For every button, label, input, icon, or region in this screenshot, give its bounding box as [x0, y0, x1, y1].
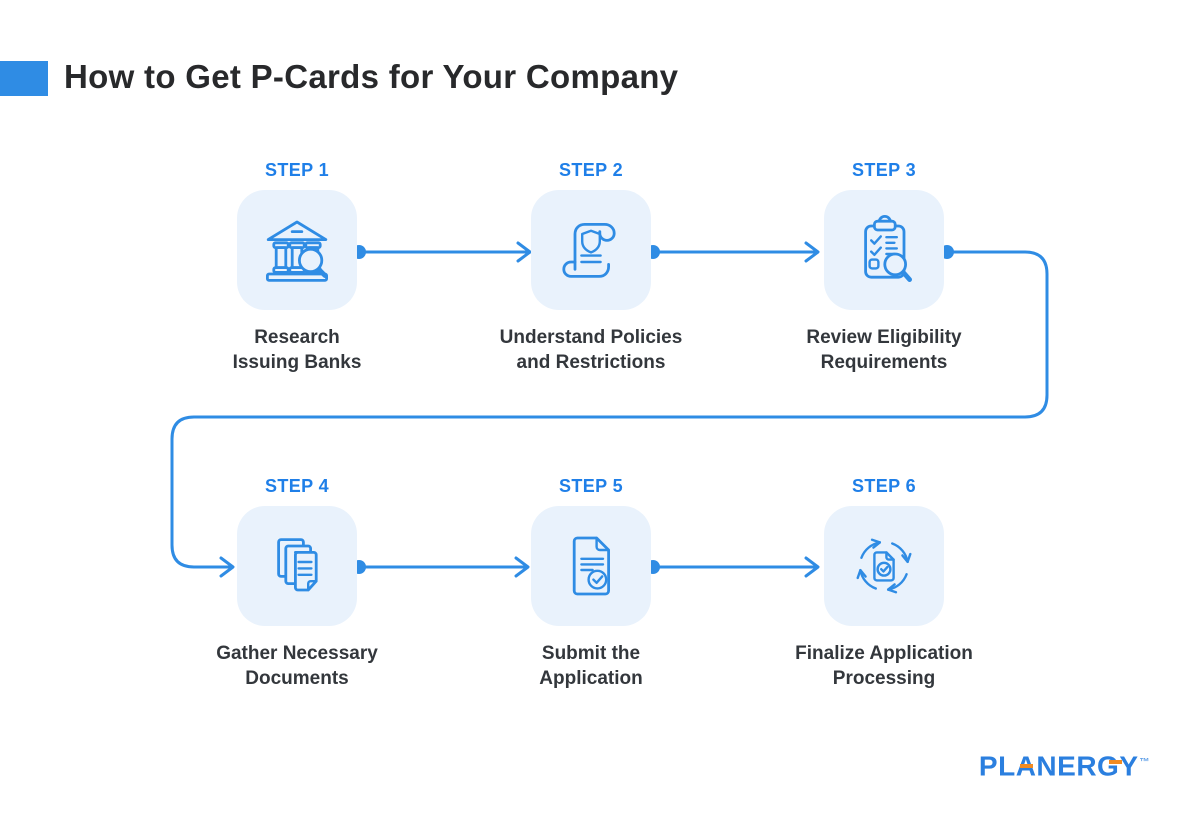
step-4-label: STEP 4 [264, 476, 330, 496]
step-4-icon-box [237, 506, 357, 626]
logo-text: PLANERGY [978, 750, 1139, 782]
step-3: STEP 3 Review Eligibility Require [774, 160, 994, 375]
step-5-icon-box [531, 506, 651, 626]
step-6-label: STEP 6 [851, 476, 917, 496]
step-5-label: STEP 5 [558, 476, 624, 496]
step-2-icon-box [531, 190, 651, 310]
step-5: STEP 5 Submit the Application [481, 476, 701, 691]
submit-document-icon [572, 536, 610, 596]
logo-trademark: ™ [1139, 757, 1150, 768]
logo-accent-a [1019, 764, 1033, 768]
step-1-label: STEP 1 [264, 160, 330, 180]
documents-stack-icon [277, 538, 318, 592]
step-6-icon-box [824, 506, 944, 626]
eligibility-checklist-icon [864, 215, 912, 282]
step-5-caption: Submit the Application [539, 643, 643, 689]
step-2: STEP 2 Understand Policies and Restricti… [481, 160, 701, 375]
step-1-caption: Research Issuing Banks [232, 327, 362, 373]
step-6-caption: Finalize Application Processing [795, 643, 973, 689]
page-title: How to Get P-Cards for Your Company [64, 58, 679, 95]
planergy-logo: PLANERGY™ [979, 748, 1150, 782]
step-3-label: STEP 3 [851, 160, 917, 180]
step-6: STEP 6 Finalize Application Processing [774, 476, 994, 691]
title-accent-block [0, 61, 48, 96]
step-1-icon-box [237, 190, 357, 310]
step-2-caption: Understand Policies and Restrictions [499, 327, 683, 373]
policy-scroll-icon [562, 223, 616, 278]
step-4-caption: Gather Necessary Documents [216, 643, 378, 689]
step-3-caption: Review Eligibility Requirements [806, 327, 962, 373]
step-1: STEP 1 Research Issuing Banks [187, 160, 407, 375]
step-2-label: STEP 2 [558, 160, 624, 180]
step-3-icon-box [824, 190, 944, 310]
logo-accent-g [1108, 760, 1122, 764]
step-4: STEP 4 Gather Necessary Documents [187, 476, 407, 691]
processing-cycle-icon [856, 538, 912, 594]
bank-search-icon [266, 220, 328, 282]
